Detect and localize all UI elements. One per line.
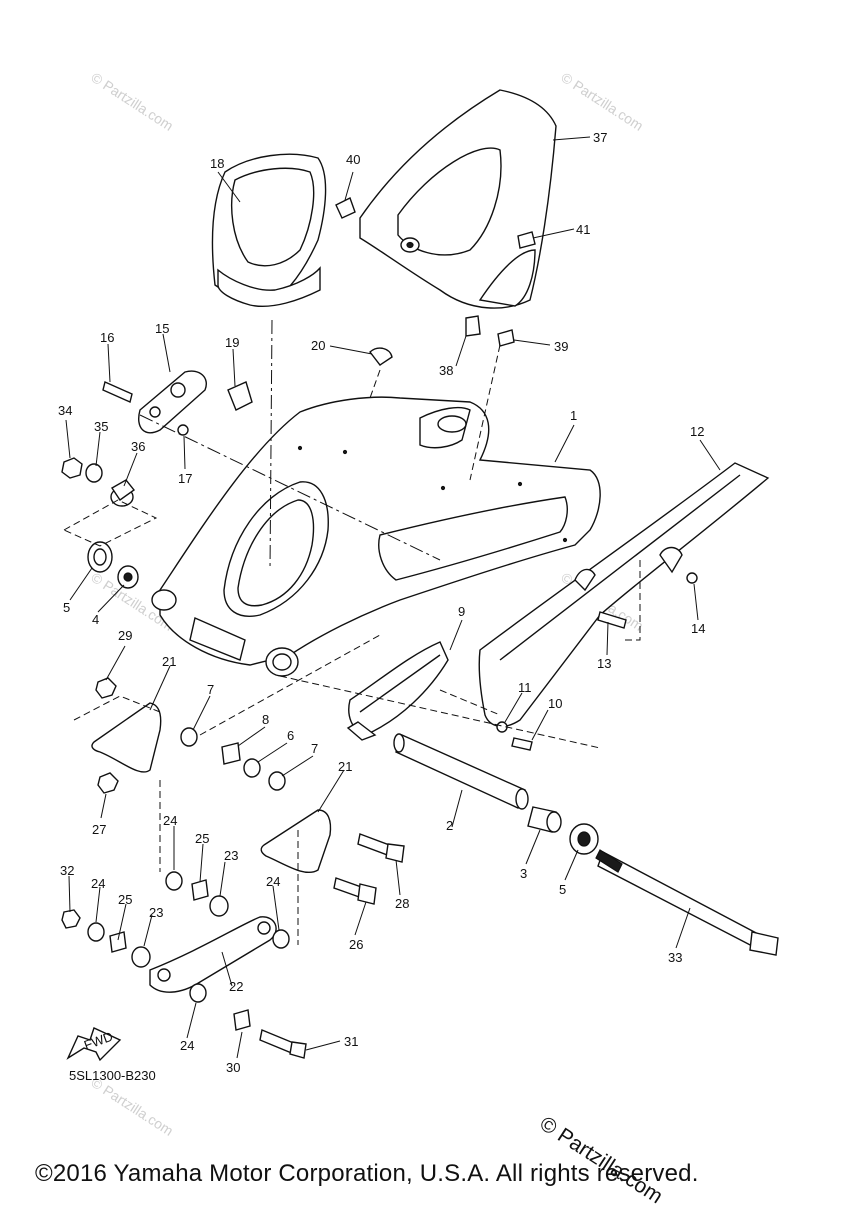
pivot-shaft-2 <box>393 733 529 810</box>
callout-34: 34 <box>58 403 72 418</box>
callouts: 1 2 3 4 5 5 6 7 7 8 9 10 11 12 13 14 15 … <box>58 130 705 1075</box>
callout-1: 1 <box>570 408 577 423</box>
diagram-reference-code: 5SL1300-B230 <box>69 1068 156 1083</box>
rear-fender-37 <box>359 89 557 309</box>
callout-15: 15 <box>155 321 169 336</box>
swingarm-1 <box>151 396 601 677</box>
callout-13: 13 <box>597 656 611 671</box>
callout-32: 32 <box>60 863 74 878</box>
callout-41: 41 <box>576 222 590 237</box>
callout-11: 11 <box>518 680 532 695</box>
callout-17: 17 <box>178 471 192 486</box>
leader-lines <box>65 136 721 1059</box>
callout-7: 7 <box>311 741 318 756</box>
pivot-bolt-33 <box>595 849 779 956</box>
callout-31: 31 <box>344 1034 358 1049</box>
callout-18: 18 <box>210 156 224 171</box>
watermark: © Partzilla.com <box>558 69 646 134</box>
callout-30: 30 <box>226 1060 240 1075</box>
callout-26: 26 <box>349 937 363 952</box>
callout-3: 3 <box>520 866 527 881</box>
callout-20: 20 <box>311 338 325 353</box>
chain-slider-9 <box>346 641 449 741</box>
callout-23: 23 <box>149 905 163 920</box>
callout-38: 38 <box>439 363 453 378</box>
fwd-arrow: FWD <box>66 1027 122 1062</box>
callout-22: 22 <box>229 979 243 994</box>
callout-7: 7 <box>207 682 214 697</box>
callout-21: 21 <box>338 759 352 774</box>
callout-24: 24 <box>91 876 105 891</box>
callout-9: 9 <box>458 604 465 619</box>
callout-16: 16 <box>100 330 114 345</box>
assembly-lines <box>62 319 641 945</box>
callout-12: 12 <box>690 424 704 439</box>
watermark: © Partzilla.com <box>88 69 176 134</box>
callout-24: 24 <box>163 813 177 828</box>
callout-14: 14 <box>691 621 705 636</box>
callout-25: 25 <box>118 892 132 907</box>
callout-39: 39 <box>554 339 568 354</box>
callout-5: 5 <box>559 882 566 897</box>
callout-23: 23 <box>224 848 238 863</box>
callout-24: 24 <box>180 1038 194 1053</box>
callout-33: 33 <box>668 950 682 965</box>
callout-24: 24 <box>266 874 280 889</box>
callout-29: 29 <box>118 628 132 643</box>
chain-cover-12 <box>478 462 770 727</box>
callout-10: 10 <box>548 696 562 711</box>
callout-2: 2 <box>446 818 453 833</box>
air-duct-18 <box>211 153 327 307</box>
callout-28: 28 <box>395 896 409 911</box>
watermark: © Partzilla.com <box>88 1074 176 1139</box>
small-parts <box>61 197 698 1059</box>
callout-5: 5 <box>63 600 70 615</box>
callout-36: 36 <box>131 439 145 454</box>
callout-35: 35 <box>94 419 108 434</box>
callout-37: 37 <box>593 130 607 145</box>
callout-8: 8 <box>262 712 269 727</box>
callout-19: 19 <box>225 335 239 350</box>
callout-25: 25 <box>195 831 209 846</box>
callout-6: 6 <box>287 728 294 743</box>
callout-4: 4 <box>92 612 99 627</box>
callout-21: 21 <box>162 654 176 669</box>
callout-27: 27 <box>92 822 106 837</box>
copyright-notice: ©2016 Yamaha Motor Corporation, U.S.A. A… <box>35 1160 699 1187</box>
callout-40: 40 <box>346 152 360 167</box>
